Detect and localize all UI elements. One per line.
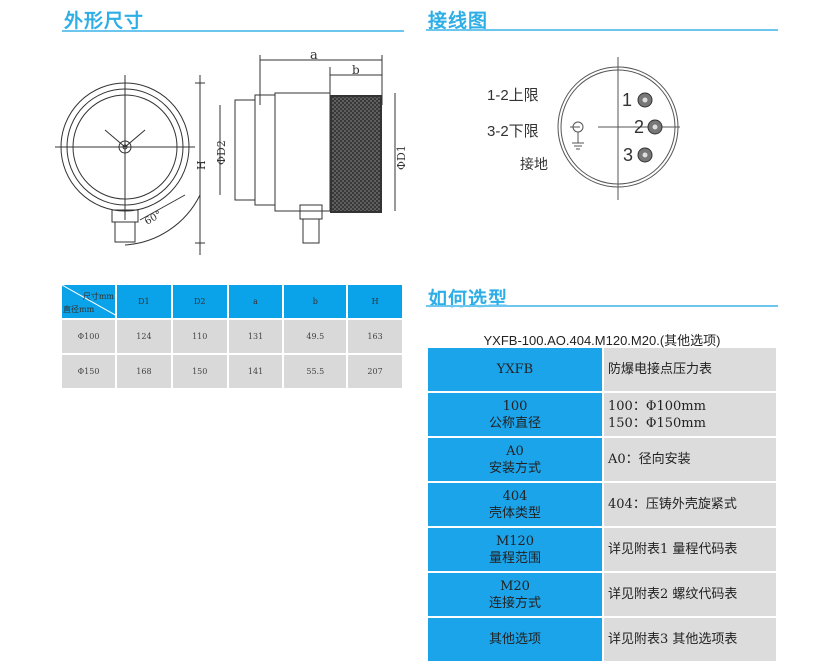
code: A0 — [506, 443, 524, 459]
label-d2: ΦD2 — [215, 140, 228, 165]
cell: Φ100 — [62, 320, 115, 353]
code: 100 — [502, 398, 528, 414]
code-desc: 壳体类型 — [488, 505, 541, 521]
divider — [426, 305, 778, 307]
dimension-table: 尺寸mm 直径mm D1 D2 a b H Φ100 124 110 131 4… — [60, 283, 404, 390]
value: 100：Φ100mm — [608, 398, 706, 414]
corner-header: 尺寸mm 直径mm — [62, 285, 117, 318]
section-title-dimensions: 外形尺寸 — [64, 10, 145, 32]
wiring-label-upper: 1-2上限 — [487, 87, 539, 104]
value: 详见附表3 其他选项表 — [608, 632, 738, 647]
wiring-diagram — [557, 57, 680, 200]
label-h: H — [195, 160, 208, 170]
value: A0：径向安装 — [608, 452, 691, 467]
model-code: YXFB-100.AO.404.M120.M20.(其他选项) — [483, 333, 721, 348]
header-d1: D1 — [117, 285, 171, 318]
code: M120 — [495, 533, 535, 549]
code-cell: 其他选项 — [428, 618, 602, 661]
value-cell: 详见附表3 其他选项表 — [604, 618, 776, 661]
cell: 131 — [228, 320, 283, 353]
wiring-label-lower: 3-2下限 — [487, 123, 539, 140]
cell: Φ150 — [62, 355, 115, 388]
code-desc: 量程范围 — [488, 550, 541, 566]
header-a: a — [228, 285, 283, 318]
code-cell: YXFB — [428, 348, 602, 391]
label-d1: ΦD1 — [395, 145, 408, 170]
corner-bottom-label: 直径mm — [63, 305, 95, 314]
header-d2: D2 — [172, 285, 227, 318]
cell: 124 — [117, 320, 171, 353]
table-row: Φ150 168 150 141 55.5 207 — [62, 355, 402, 388]
code: M20 — [500, 578, 530, 594]
label-b: b — [352, 63, 360, 77]
header-b: b — [284, 285, 347, 318]
cell: 141 — [228, 355, 283, 388]
section-title-selection: 如何选型 — [428, 288, 509, 310]
value: 404：压铸外壳旋紧式 — [608, 497, 737, 512]
header-h: H — [348, 285, 402, 318]
cell: 110 — [172, 320, 227, 353]
cell: 49.5 — [284, 320, 347, 353]
cell: 163 — [348, 320, 402, 353]
label-a: a — [310, 48, 318, 63]
value-cell: 详见附表1 量程代码表 — [604, 528, 776, 571]
value-cell: 404：压铸外壳旋紧式 — [604, 483, 776, 526]
divider — [426, 29, 778, 31]
code: 404 — [502, 488, 528, 504]
code-desc: 安装方式 — [488, 460, 541, 476]
table-row: Φ100 124 110 131 49.5 163 — [62, 320, 402, 353]
pin-1: 1 — [622, 90, 633, 110]
cell: 168 — [117, 355, 171, 388]
gauge-dimension-drawing: a b ΦD2 ΦD1 H 60° — [55, 48, 408, 255]
wiring-label-ground: 接地 — [520, 156, 548, 172]
label-angle: 60° — [143, 209, 164, 227]
code-desc: 公称直径 — [488, 415, 541, 431]
divider — [62, 30, 404, 32]
value: 详见附表1 量程代码表 — [608, 542, 738, 557]
table-row: 其他选项 详见附表3 其他选项表 — [428, 618, 776, 661]
section-title-wiring: 接线图 — [428, 10, 489, 32]
value-cell: 详见附表2 螺纹代码表 — [604, 573, 776, 616]
value: 防爆电接点压力表 — [608, 362, 713, 377]
value: 详见附表2 螺纹代码表 — [608, 587, 738, 602]
pin-3: 3 — [623, 145, 634, 165]
cell: 150 — [172, 355, 227, 388]
corner-top-label: 尺寸mm — [82, 292, 114, 301]
cell: 207 — [348, 355, 402, 388]
code: 其他选项 — [488, 632, 541, 647]
code-desc: 连接方式 — [488, 595, 541, 611]
code: YXFB — [496, 362, 534, 377]
value-cell: A0：径向安装 — [604, 438, 776, 481]
pin-2: 2 — [634, 117, 645, 137]
table-row: YXFB 防爆电接点压力表 — [428, 348, 776, 391]
value-cell: 防爆电接点压力表 — [604, 348, 776, 391]
cell: 55.5 — [284, 355, 347, 388]
value-2: 150：Φ150mm — [608, 415, 706, 431]
